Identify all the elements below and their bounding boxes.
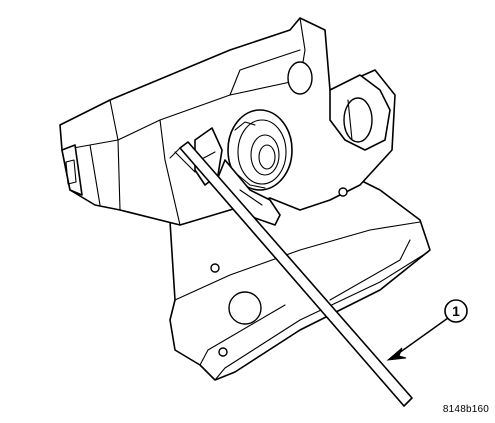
figure-code: 8148b160: [442, 404, 489, 415]
callout-number: 1: [452, 303, 460, 319]
callout-marker: 1: [444, 299, 468, 323]
tool-rod: [169, 141, 413, 407]
latch-upright-housing: [59, 17, 396, 226]
upright-oval-slot: [287, 61, 313, 95]
latch-spring-wheel: [227, 109, 293, 191]
latch-right-boss: [329, 74, 391, 151]
base-plate-holes: [210, 187, 348, 357]
callout-arrow-icon: [386, 317, 449, 361]
